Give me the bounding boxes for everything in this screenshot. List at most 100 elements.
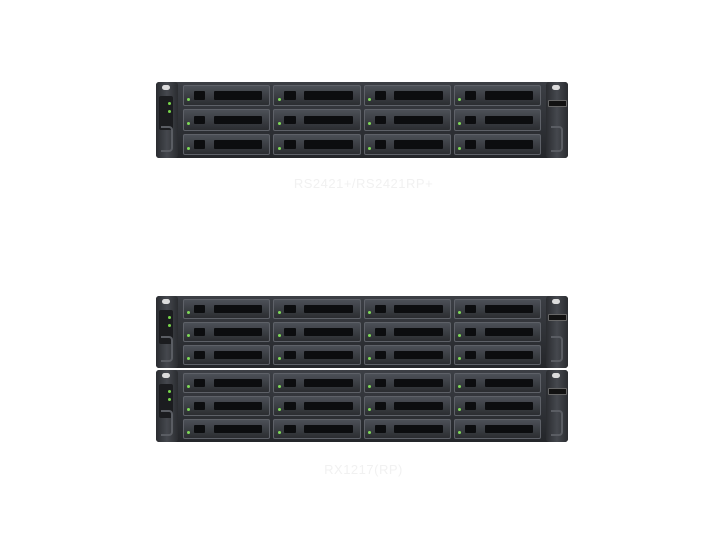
tray-latch-icon	[284, 328, 296, 336]
tray-vent-icon	[394, 351, 443, 359]
front-control-panel	[159, 96, 173, 130]
tray-latch-icon	[464, 425, 477, 433]
tray-vent-icon	[304, 402, 353, 410]
drive-tray-icon	[273, 133, 361, 155]
front-control-panel	[159, 384, 173, 418]
drive-status-led-icon	[277, 122, 281, 126]
drive-status-led-icon	[458, 122, 462, 126]
tray-latch-icon	[284, 140, 296, 149]
drive-tray-icon	[273, 396, 361, 416]
drive-status-led-icon	[187, 385, 191, 389]
tray-latch-icon	[464, 115, 477, 125]
tray-latch-icon	[194, 91, 206, 100]
drive-tray-icon	[183, 396, 271, 416]
tray-vent-icon	[213, 140, 263, 149]
drive-tray-icon	[183, 419, 271, 439]
drive-tray-icon	[183, 299, 271, 319]
drive-tray-icon	[363, 133, 451, 155]
drive-tray-icon	[363, 299, 451, 319]
tray-vent-icon	[484, 351, 534, 359]
rack-handle-icon	[161, 410, 173, 436]
mounting-hole-icon	[552, 299, 560, 304]
tray-vent-icon	[304, 91, 353, 100]
drive-tray-icon	[453, 109, 541, 131]
tray-vent-icon	[213, 351, 263, 359]
synology-logo-plate	[548, 100, 567, 107]
rack-handle-icon	[551, 126, 563, 152]
tray-latch-icon	[284, 351, 296, 359]
synology-logo-plate	[548, 314, 567, 321]
tray-vent-icon	[304, 351, 353, 359]
drive-status-led-icon	[367, 146, 371, 150]
drive-status-led-icon	[187, 334, 191, 338]
status-led-icon	[168, 316, 171, 319]
drive-tray-icon	[273, 85, 361, 107]
drive-status-led-icon	[367, 122, 371, 126]
tray-latch-icon	[194, 351, 206, 359]
drive-tray-icon	[183, 345, 271, 365]
drive-tray-icon	[183, 373, 271, 393]
drive-tray-icon	[273, 345, 361, 365]
front-control-panel	[159, 310, 173, 344]
drive-status-led-icon	[367, 311, 371, 315]
drive-status-led-icon	[367, 334, 371, 338]
tray-vent-icon	[304, 140, 353, 149]
drive-status-led-icon	[367, 385, 371, 389]
status-led-icon	[168, 398, 171, 401]
tray-latch-icon	[194, 402, 206, 410]
drive-status-led-icon	[458, 431, 462, 435]
drive-status-led-icon	[187, 98, 191, 102]
tray-vent-icon	[394, 425, 443, 433]
tray-vent-icon	[484, 140, 534, 149]
tray-vent-icon	[213, 115, 263, 125]
drive-status-led-icon	[458, 98, 462, 102]
drive-status-led-icon	[277, 334, 281, 338]
tray-vent-icon	[484, 305, 534, 313]
synology-logo-plate	[548, 388, 567, 395]
tray-latch-icon	[284, 305, 296, 313]
drive-tray-icon	[363, 419, 451, 439]
tray-latch-icon	[374, 328, 386, 336]
drive-tray-icon	[363, 396, 451, 416]
tray-latch-icon	[284, 91, 296, 100]
rx1217-lower-chassis	[156, 370, 568, 442]
drive-status-led-icon	[458, 357, 462, 361]
drive-tray-icon	[453, 419, 541, 439]
tray-latch-icon	[374, 305, 386, 313]
tray-latch-icon	[464, 379, 477, 387]
drive-tray-icon	[273, 322, 361, 342]
rack-handle-icon	[161, 336, 173, 362]
drive-tray-icon	[183, 85, 271, 107]
drive-tray-icon	[363, 85, 451, 107]
tray-latch-icon	[284, 115, 296, 125]
tray-vent-icon	[304, 305, 353, 313]
tray-vent-icon	[304, 425, 353, 433]
mounting-hole-icon	[552, 373, 560, 378]
drive-status-led-icon	[187, 122, 191, 126]
drive-tray-icon	[363, 109, 451, 131]
drive-status-led-icon	[458, 311, 462, 315]
drive-tray-icon	[183, 133, 271, 155]
tray-vent-icon	[213, 379, 263, 387]
tray-latch-icon	[374, 425, 386, 433]
right-mounting-ear	[546, 296, 568, 368]
drive-status-led-icon	[277, 98, 281, 102]
drive-tray-icon	[453, 299, 541, 319]
tray-vent-icon	[394, 305, 443, 313]
drive-tray-icon	[273, 299, 361, 319]
tray-latch-icon	[194, 140, 206, 149]
tray-vent-icon	[394, 379, 443, 387]
tray-latch-icon	[374, 115, 386, 125]
tray-vent-icon	[484, 402, 534, 410]
tray-latch-icon	[194, 379, 206, 387]
mounting-hole-icon	[162, 85, 170, 90]
rack-handle-icon	[551, 336, 563, 362]
status-led-icon	[168, 102, 171, 105]
drive-status-led-icon	[187, 357, 191, 361]
status-led-icon	[168, 110, 171, 113]
tray-latch-icon	[464, 91, 477, 100]
tray-vent-icon	[213, 402, 263, 410]
tray-latch-icon	[374, 351, 386, 359]
tray-latch-icon	[374, 140, 386, 149]
tray-latch-icon	[464, 402, 477, 410]
